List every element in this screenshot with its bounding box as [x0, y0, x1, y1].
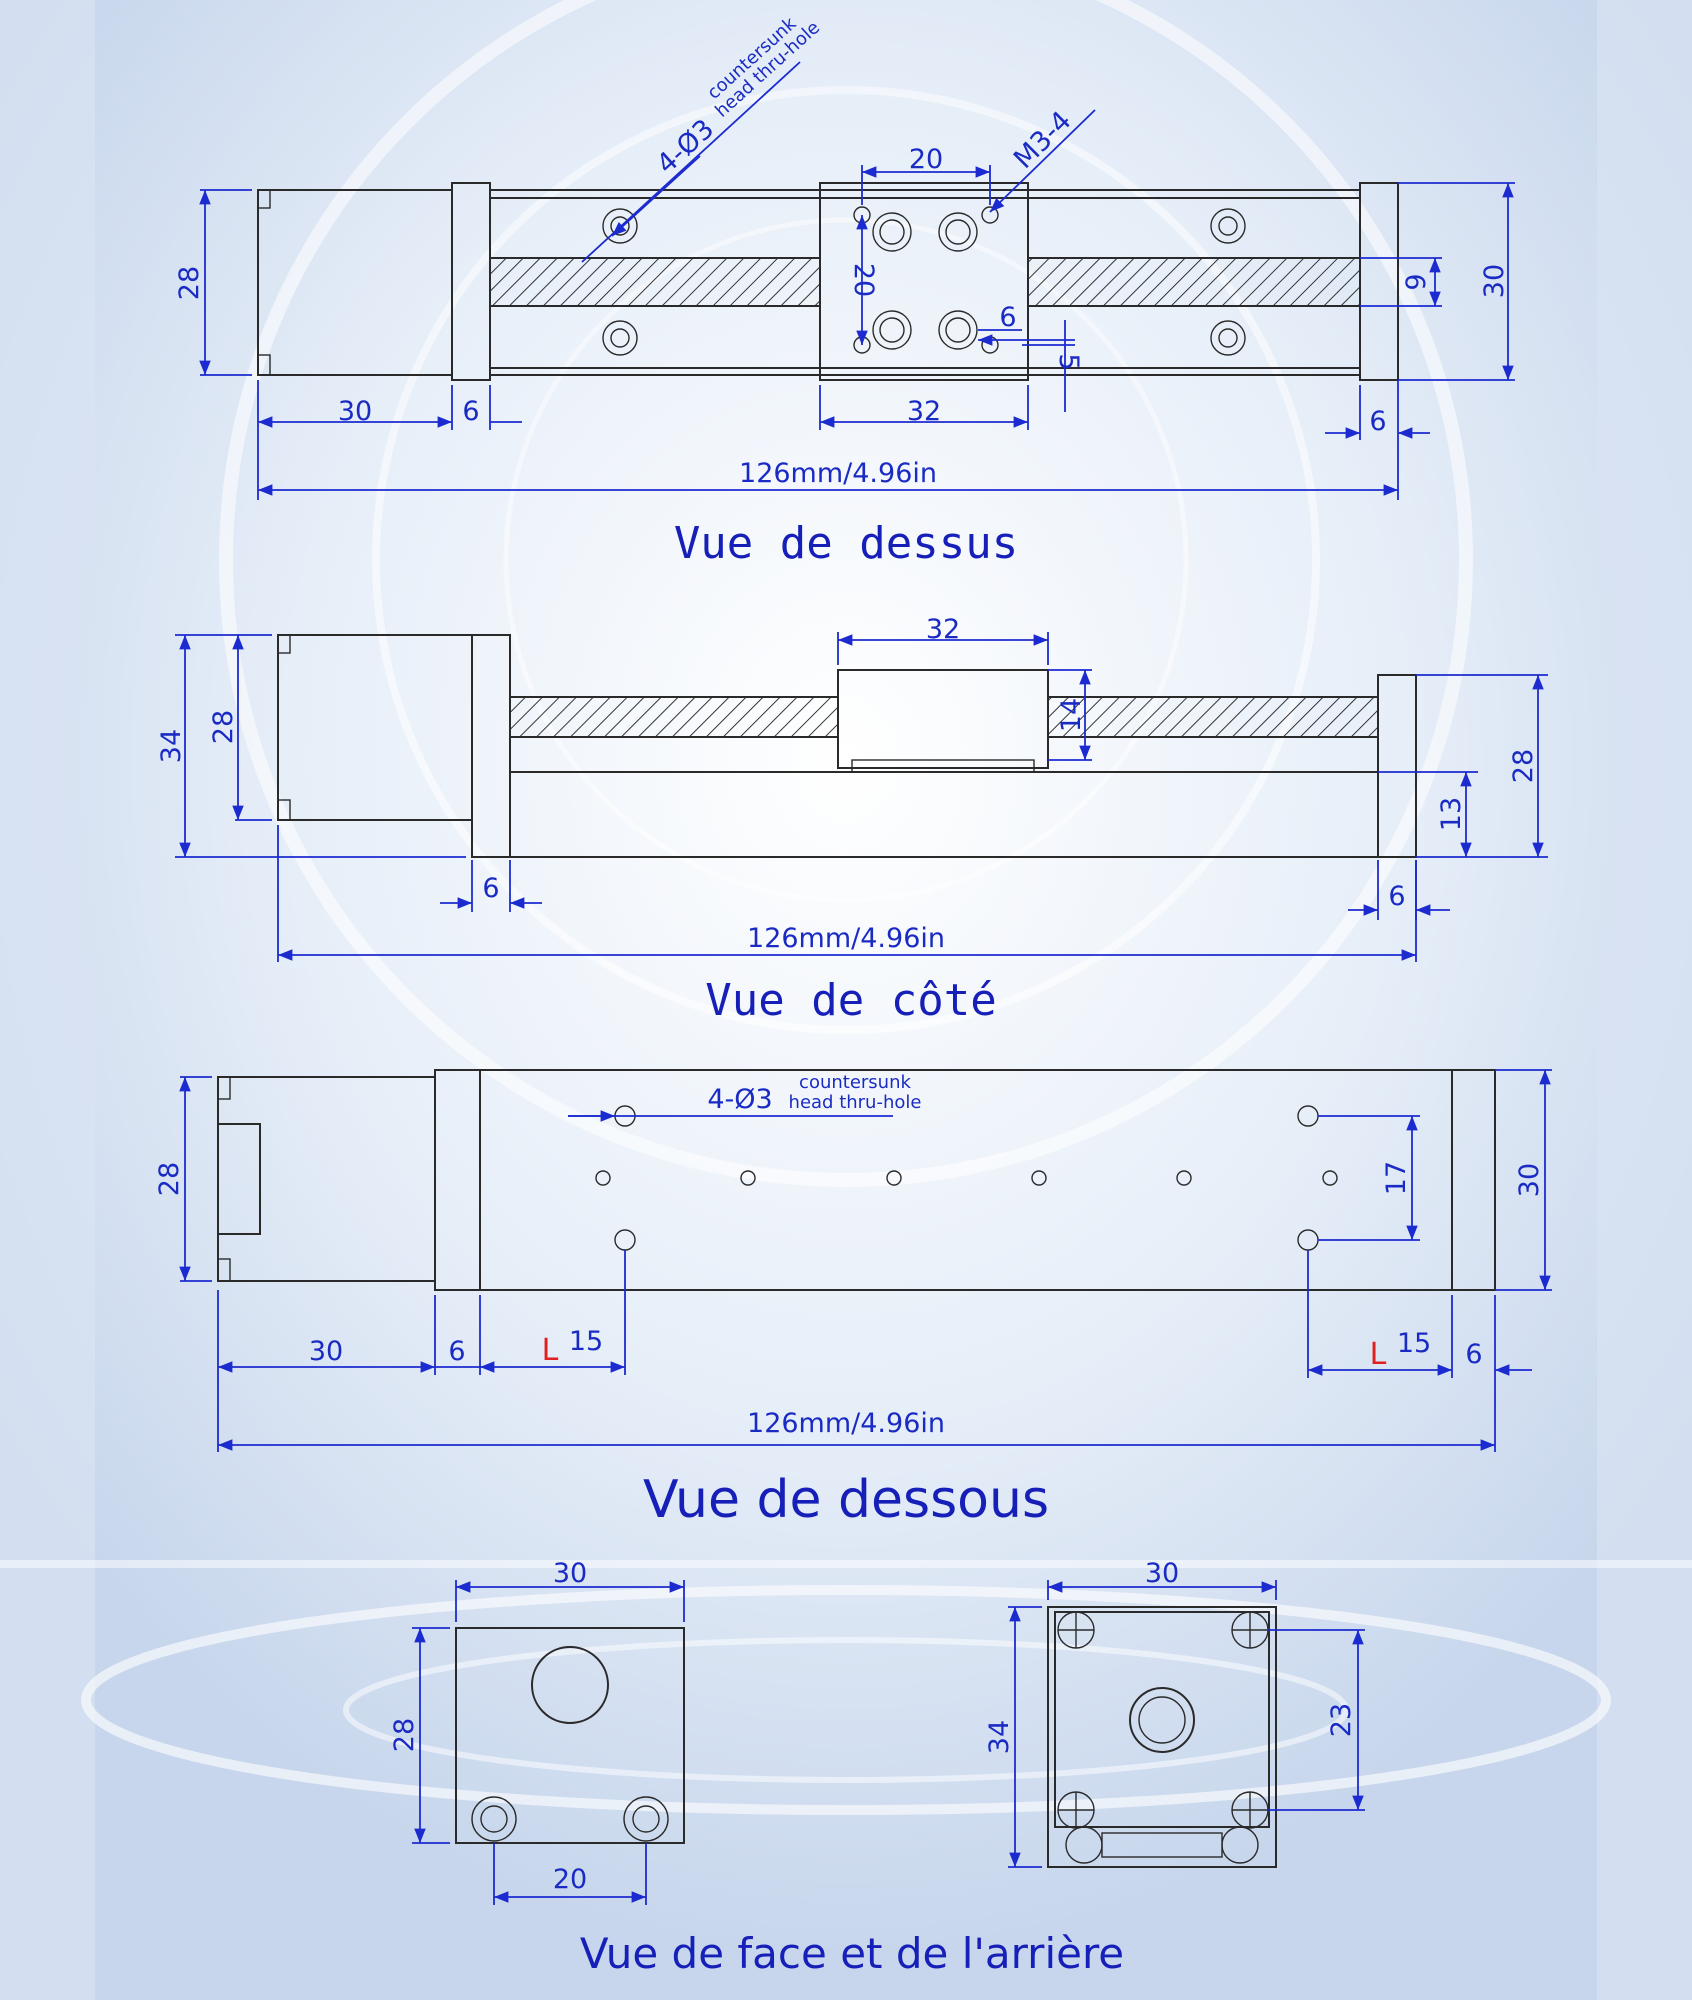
dim-rear-height-34: 34 — [984, 1720, 1015, 1754]
dim-top-width-30: 30 — [1479, 264, 1510, 298]
dim-front-width-30: 30 — [553, 1558, 587, 1589]
top-lead-screw-left — [489, 257, 821, 307]
dim-top-slider-32: 32 — [907, 396, 941, 427]
dim-rear-holes-23: 23 — [1326, 1703, 1357, 1737]
side-slider-carriage — [837, 669, 1049, 769]
side-motor-body — [277, 634, 473, 821]
bottom-hole-note-1: countersunk — [799, 1072, 911, 1093]
dim-top-motor-30: 30 — [338, 396, 372, 427]
dim-side-rail-13: 13 — [1436, 797, 1467, 831]
bottom-view: 4-Ø3 countersunk head thru-hole 28 17 30… — [154, 1069, 1552, 1530]
title-top-view: Vue de dessus — [674, 518, 1018, 569]
dim-top-6-small: 6 — [999, 302, 1016, 333]
bottom-motor-body — [217, 1076, 436, 1282]
dim-top-end-6-left: 6 — [462, 396, 479, 427]
bottom-hole-note-2: head thru-hole — [789, 1092, 922, 1113]
top-motor-body — [257, 189, 453, 376]
bottom-marker-left: L — [542, 1333, 559, 1368]
dim-side-height-34: 34 — [156, 729, 187, 763]
dim-top-screw-9: 9 — [1401, 273, 1432, 290]
dim-bottom-holes-17: 17 — [1381, 1161, 1412, 1195]
front-view: 30 28 20 — [389, 1558, 685, 1905]
dim-side-slider-14: 14 — [1056, 698, 1087, 732]
dim-front-height-28: 28 — [389, 1718, 420, 1752]
bottom-hole-label: 4-Ø3 — [707, 1084, 772, 1115]
dim-bottom-width-30: 30 — [1514, 1163, 1545, 1197]
side-left-end-block — [471, 634, 511, 858]
side-total-length: 126mm/4.96in — [747, 923, 945, 954]
dim-bottom-hole-15-right: 15 — [1397, 1328, 1431, 1359]
top-right-end-block — [1359, 182, 1399, 381]
dim-rear-width-30: 30 — [1145, 1558, 1179, 1589]
dim-side-slider-32: 32 — [926, 614, 960, 645]
top-view: 28 30 9 30 6 32 6 126mm/4.96in 20 20 — [174, 13, 1515, 569]
bottom-total-length: 126mm/4.96in — [747, 1408, 945, 1439]
top-lead-screw-right — [1027, 257, 1361, 307]
top-slider-carriage — [819, 182, 1029, 381]
dim-top-holes-20-h: 20 — [909, 144, 943, 175]
rear-end-plate — [1047, 1606, 1277, 1868]
front-rear-views: 30 28 20 30 — [389, 1558, 1365, 1978]
dim-bottom-end-6-right: 6 — [1465, 1339, 1482, 1370]
bottom-base-plate — [434, 1069, 1496, 1291]
dim-bottom-end-6-left: 6 — [448, 1336, 465, 1367]
side-lead-screw-left — [509, 696, 839, 738]
dim-side-end-6-right: 6 — [1388, 881, 1405, 912]
side-right-end-block — [1377, 674, 1417, 858]
dim-bottom-hole-15-left: 15 — [569, 1326, 603, 1357]
front-end-plate — [455, 1627, 685, 1844]
side-lead-screw-right — [1047, 696, 1379, 738]
dim-top-height-28: 28 — [174, 266, 205, 300]
dim-top-end-6-right: 6 — [1369, 406, 1386, 437]
title-front-rear-view: Vue de face et de l'arrière — [580, 1929, 1124, 1978]
dim-side-end-28: 28 — [1508, 749, 1539, 783]
dim-top-5: 5 — [1053, 353, 1084, 370]
dim-side-motor-28: 28 — [208, 710, 239, 744]
dim-bottom-height-28: 28 — [154, 1162, 185, 1196]
top-left-end-block — [451, 182, 491, 381]
title-bottom-view: Vue de dessous — [643, 1470, 1049, 1530]
dim-top-holes-20-v: 20 — [848, 263, 879, 297]
dim-side-end-6-left: 6 — [482, 873, 499, 904]
side-view: 32 34 28 14 13 28 6 6 126mm/4.96in Vu — [156, 614, 1548, 1026]
label-m3-4: M3-4 — [1008, 105, 1078, 175]
bottom-marker-right: L — [1370, 1337, 1387, 1372]
title-side-view: Vue de côté — [705, 975, 996, 1026]
dim-front-holes-20: 20 — [553, 1864, 587, 1895]
rear-view: 30 34 23 — [984, 1558, 1365, 1868]
top-total-length: 126mm/4.96in — [739, 458, 937, 489]
dim-bottom-motor-30: 30 — [309, 1336, 343, 1367]
